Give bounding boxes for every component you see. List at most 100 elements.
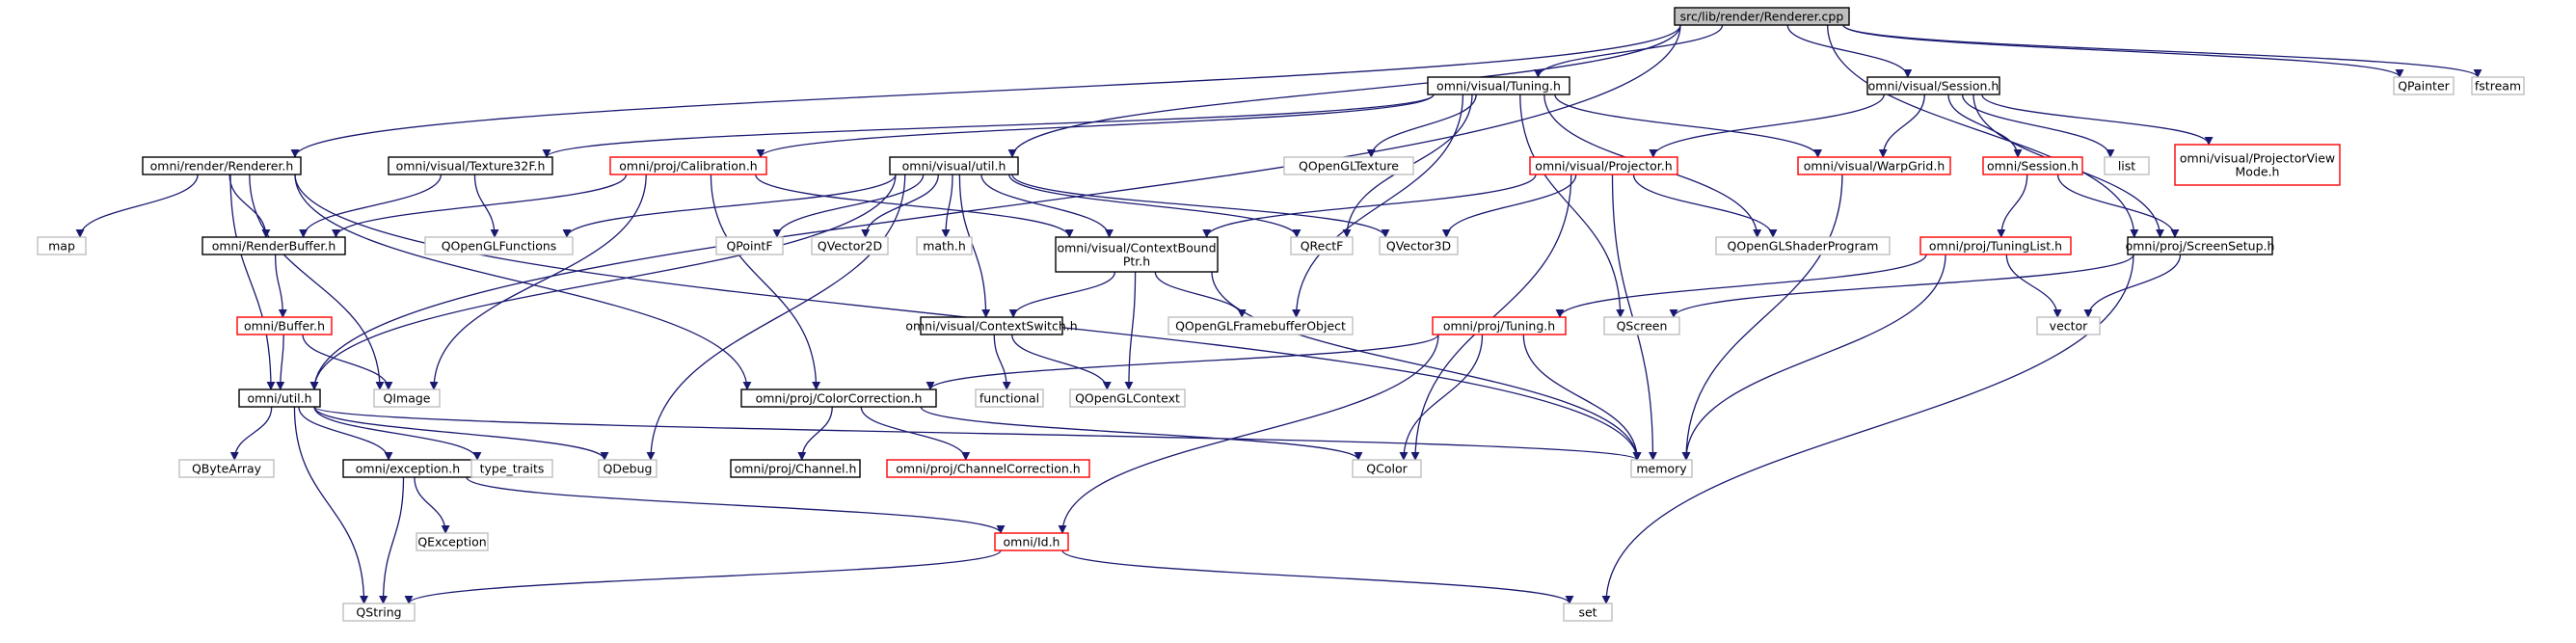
- node-memory: memory: [1630, 459, 1693, 478]
- edge-n7-n16: [332, 174, 628, 238]
- node-omni-util-h[interactable]: omni/util.h: [238, 388, 321, 408]
- node-omni-session-h[interactable]: omni/Session.h: [1982, 156, 2083, 175]
- node-label: QOpenGLFunctions: [442, 239, 557, 254]
- edge-n1-n7: [756, 94, 1435, 158]
- node-label: omni/proj/TuningList.h: [1929, 239, 2062, 254]
- edge-n39-n46: [414, 476, 450, 534]
- edge-n33-n48: [293, 406, 369, 604]
- node-box: [373, 388, 441, 408]
- node-box: [1069, 388, 1186, 408]
- node-box: [2127, 236, 2273, 255]
- edge-n21-n36: [1124, 271, 1137, 390]
- edge-n0-n26: [1827, 24, 2139, 238]
- node-box: [201, 236, 346, 255]
- edge-n25-n45: [1681, 254, 1946, 461]
- node-omni-visual-warpgrid-h[interactable]: omni/visual/WarpGrid.h: [1797, 156, 1951, 175]
- node-qvector2d: QVector2D: [811, 236, 889, 255]
- edge-n12-n25: [1997, 174, 2028, 238]
- node-omni-proj-channelcorrection-h[interactable]: omni/proj/ChannelCorrection.h: [886, 459, 1090, 478]
- edge-n39-n47: [466, 476, 1006, 534]
- node-omni-visual-texture32f-h[interactable]: omni/visual/Texture32F.h: [388, 156, 553, 175]
- edge-n8-n18: [772, 174, 925, 238]
- node-box: [740, 388, 937, 408]
- node-box: [886, 459, 1090, 478]
- node-box: [1715, 236, 1891, 255]
- edge-n1-n11: [1554, 94, 1823, 158]
- node-qimage: QImage: [373, 388, 441, 408]
- node-list: list: [2104, 156, 2150, 175]
- edge-n33-n41: [313, 406, 609, 461]
- node-label: omni/proj/ScreenSetup.h: [2126, 239, 2275, 254]
- edge-n25-n31: [2005, 254, 2062, 318]
- edge-n16-n27: [275, 254, 287, 318]
- node-box: [1432, 316, 1567, 335]
- edge-n0-n3: [1842, 24, 2404, 78]
- node-box: [1055, 236, 1219, 273]
- node-omni-visual-projector-h[interactable]: omni/visual/Projector.h: [1529, 156, 1678, 175]
- node-qopenglshaderprogram: QOpenGLShaderProgram: [1715, 236, 1891, 255]
- edge-n29-n45: [1522, 334, 1642, 461]
- edge-n0-n4: [1842, 24, 2482, 78]
- edge-n29-n37: [926, 334, 1439, 390]
- node-label: omni/proj/ColorCorrection.h: [756, 391, 923, 406]
- edge-n11-n45: [1681, 174, 1843, 461]
- node-label: omni/render/Renderer.h: [150, 159, 294, 174]
- node-box: [975, 388, 1044, 408]
- node-box: [916, 236, 973, 255]
- node-label: QException: [417, 535, 486, 549]
- node-omni-visual-session-h[interactable]: omni/visual/Session.h: [1866, 76, 2000, 95]
- node-omni-proj-channel-h[interactable]: omni/proj/Channel.h: [730, 459, 861, 478]
- node-box: [1630, 459, 1693, 478]
- node-box: [1866, 76, 2000, 95]
- node-qpointf: QPointF: [715, 236, 784, 255]
- edge-n1-n30: [1519, 94, 1625, 318]
- edge-n26-n30: [1669, 254, 2134, 318]
- node-omni-id-h[interactable]: omni/Id.h: [994, 532, 1069, 551]
- node-omni-proj-colorcorrection-h[interactable]: omni/proj/ColorCorrection.h: [740, 388, 937, 408]
- edge-n5-n37: [294, 174, 752, 390]
- node-label: type_traits: [480, 462, 545, 476]
- node-label: QOpenGLShaderProgram: [1728, 239, 1879, 254]
- node-omni-buffer-h[interactable]: omni/Buffer.h: [236, 316, 333, 335]
- edge-n10-n24: [1632, 174, 1778, 238]
- edge-n8-n19: [861, 174, 939, 238]
- node-omni-render-renderer-h[interactable]: omni/render/Renderer.h: [142, 156, 302, 175]
- edge-n2-n11: [1878, 94, 1925, 158]
- node-label: omni/RenderBuffer.h: [212, 239, 336, 254]
- node-box: [715, 236, 784, 255]
- edge-n7-n21: [755, 174, 1074, 238]
- node-omni-visual-util-h[interactable]: omni/visual/util.h: [889, 156, 1019, 175]
- edge-n21-n32: [1008, 271, 1116, 318]
- node-qpainter: QPainter: [2393, 76, 2455, 95]
- node-box: [2471, 76, 2525, 95]
- node-box: [598, 459, 657, 478]
- node-omni-proj-tuning-h[interactable]: omni/proj/Tuning.h: [1432, 316, 1567, 335]
- node-omni-proj-screensetup-h[interactable]: omni/proj/ScreenSetup.h: [2126, 236, 2275, 255]
- edge-n8-n23: [1011, 174, 1390, 238]
- node-functional: functional: [975, 388, 1044, 408]
- edge-n37-n43: [860, 406, 971, 461]
- node-set: set: [1563, 603, 1613, 622]
- node-omni-proj-tuninglist-h[interactable]: omni/proj/TuningList.h: [1919, 236, 2072, 255]
- node-omni-visual-tuning-h[interactable]: omni/visual/Tuning.h: [1427, 76, 1570, 95]
- node-qvector3d: QVector3D: [1379, 236, 1459, 255]
- node-label: omni/visual/ContextBound: [1057, 241, 1216, 255]
- node-label: functional: [979, 391, 1039, 406]
- node-omni-visual-contextswitch-h[interactable]: omni/visual/ContextSwitch.h: [905, 316, 1078, 335]
- node-box: [1603, 316, 1680, 335]
- node-label: QOpenGLFramebufferObject: [1175, 319, 1346, 334]
- node-label: omni/proj/ChannelCorrection.h: [896, 462, 1080, 476]
- node-box: [889, 156, 1019, 175]
- node-qdebug: QDebug: [598, 459, 657, 478]
- node-box: [1379, 236, 1459, 255]
- node-src-lib-render-renderer-cpp[interactable]: src/lib/render/Renderer.cpp: [1674, 7, 1850, 26]
- node-omni-exception-h[interactable]: omni/exception.h: [342, 459, 473, 478]
- node-box: [142, 156, 302, 175]
- edge-n5-n34: [249, 174, 385, 390]
- edge-n2-n13: [1961, 94, 2115, 158]
- node-omni-proj-calibration-h[interactable]: omni/proj/Calibration.h: [609, 156, 767, 175]
- node-omni-renderbuffer-h[interactable]: omni/RenderBuffer.h: [201, 236, 346, 255]
- node-label: omni/exception.h: [356, 462, 460, 476]
